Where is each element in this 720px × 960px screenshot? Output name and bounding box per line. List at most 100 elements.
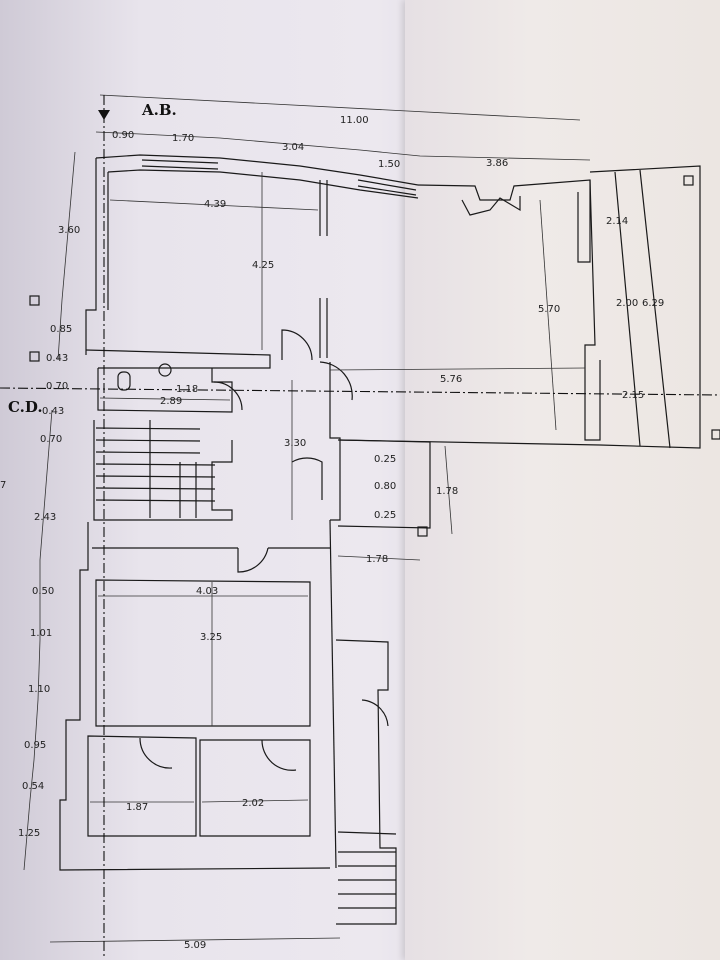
- dim-top-3-86: 3.86: [486, 158, 508, 169]
- terrace-outline: [417, 179, 591, 263]
- dim-left-0-43b: 0.43: [42, 406, 64, 417]
- outer-wall-left: [85, 158, 97, 355]
- section-cd-label: C.D.: [8, 398, 43, 416]
- dim-line-terrace-width: [329, 367, 586, 371]
- dim-top-1-70: 1.70: [172, 133, 194, 144]
- dim-line-bottom-total: [49, 937, 341, 943]
- dim-line-store-height: [444, 445, 453, 535]
- partition-wall-2: [319, 298, 328, 358]
- dim-top-0-90: 0.90: [112, 130, 134, 141]
- dim-bath-1-18: 1.18: [176, 384, 198, 395]
- balcony-lines: [614, 169, 671, 449]
- room1-bottom-wall: [85, 349, 271, 369]
- dim-left-0-43a: 0.43: [46, 353, 68, 364]
- dim-line-top-total: [99, 94, 581, 121]
- dim-line-terrace-height: [539, 199, 557, 431]
- dim-line-top-parts: [95, 131, 591, 161]
- dim-left-0-70a: 0.70: [46, 381, 68, 392]
- dim-line-room4-width: [201, 799, 309, 803]
- dim-line-room1-width: [109, 199, 319, 211]
- dim-top-total: 11.00: [340, 115, 369, 126]
- window-top-2: [357, 179, 417, 196]
- dim-hall-3-30: 3.30: [284, 438, 306, 449]
- middle-wall-left: [59, 522, 331, 871]
- dim-room2-height: 3.25: [200, 632, 222, 643]
- edge-number: 7: [0, 480, 6, 491]
- dim-left-3-60: 3.60: [58, 225, 80, 236]
- hallway-door-2: [291, 457, 323, 500]
- room3-outline: [87, 735, 197, 837]
- sink-symbol: [158, 363, 172, 377]
- section-ab-label: A.B.: [141, 101, 177, 119]
- store-room: [337, 439, 431, 529]
- column-square-2: [29, 351, 40, 362]
- dim-small-1-78h: 1.78: [366, 554, 388, 565]
- column-square-5: [417, 526, 428, 537]
- dim-left-0-95: 0.95: [24, 740, 46, 751]
- staircase-outline: [93, 420, 233, 521]
- right-page: [405, 0, 720, 960]
- toilet-symbol: [117, 371, 131, 391]
- dim-line-left-top: [57, 151, 76, 361]
- dim-room1-width: 4.39: [204, 199, 226, 210]
- dim-right-2-15: 2.15: [622, 390, 644, 401]
- dim-left-1-01: 1.01: [30, 628, 52, 639]
- dim-left-1-10: 1.10: [28, 684, 50, 695]
- room4-door: [261, 739, 297, 771]
- outer-wall-top-left-inner: [107, 169, 419, 199]
- dim-right-6-29: 6.29: [642, 298, 664, 309]
- dim-terrace-5-76: 5.76: [440, 374, 462, 385]
- dim-bottom-total: 5.09: [184, 940, 206, 951]
- room3-door: [139, 737, 173, 769]
- section-ab-arrow: [98, 110, 110, 120]
- staircase-steps: [95, 427, 216, 502]
- balcony-outline: [589, 165, 701, 449]
- corridor-door: [281, 329, 313, 361]
- dim-room4-width: 2.02: [242, 798, 264, 809]
- dim-right-2-14: 2.14: [606, 216, 628, 227]
- outer-wall-top-left: [95, 154, 419, 186]
- dim-bath-2-89: 2.89: [160, 396, 182, 407]
- right-corridor-door: [361, 699, 389, 727]
- dim-left-0-70b: 0.70: [40, 434, 62, 445]
- dim-small-0-25a: 0.25: [374, 454, 396, 465]
- room4-outline: [199, 739, 311, 837]
- bathroom-outline: [97, 368, 233, 413]
- hallway-wall-right: [329, 362, 341, 521]
- column-square-1: [29, 295, 40, 306]
- middle-door: [237, 547, 269, 573]
- dim-left-0-50: 0.50: [32, 586, 54, 597]
- dim-left-0-54: 0.54: [22, 781, 44, 792]
- right-corridor: [335, 639, 397, 925]
- bathroom-door: [213, 381, 243, 411]
- window-top-1: [141, 159, 219, 170]
- dim-top-1-50: 1.50: [378, 159, 400, 170]
- room2-outline: [95, 579, 311, 727]
- hallway-door: [319, 361, 353, 401]
- bedroom-wall: [329, 519, 337, 869]
- dim-small-0-80: 0.80: [374, 481, 396, 492]
- partition-wall-1: [319, 180, 328, 236]
- dim-left-1-25: 1.25: [18, 828, 40, 839]
- dim-room3-width: 1.87: [126, 802, 148, 813]
- right-stairs: [337, 831, 397, 909]
- dim-left-2-43: 2.43: [34, 512, 56, 523]
- dim-top-3-04: 3.04: [282, 142, 304, 153]
- dim-room2-width: 4.03: [196, 586, 218, 597]
- dim-small-0-25b: 0.25: [374, 510, 396, 521]
- dim-line-store-width: [337, 555, 421, 561]
- dim-small-1-78v: 1.78: [436, 486, 458, 497]
- section-line-cd: [0, 387, 720, 396]
- dim-line-bath: [99, 397, 231, 401]
- terrace-fireplace: [461, 196, 521, 216]
- column-square-4: [711, 429, 720, 440]
- dim-room1-height: 4.25: [252, 260, 274, 271]
- column-square-3: [683, 175, 694, 186]
- dim-right-2-00: 2.00: [616, 298, 638, 309]
- dim-terrace-5-70: 5.70: [538, 304, 560, 315]
- dim-line-left-bottom: [23, 409, 53, 871]
- staircase-stringer: [149, 420, 197, 518]
- dim-left-0-85: 0.85: [50, 324, 72, 335]
- terrace-right-wall: [584, 179, 601, 441]
